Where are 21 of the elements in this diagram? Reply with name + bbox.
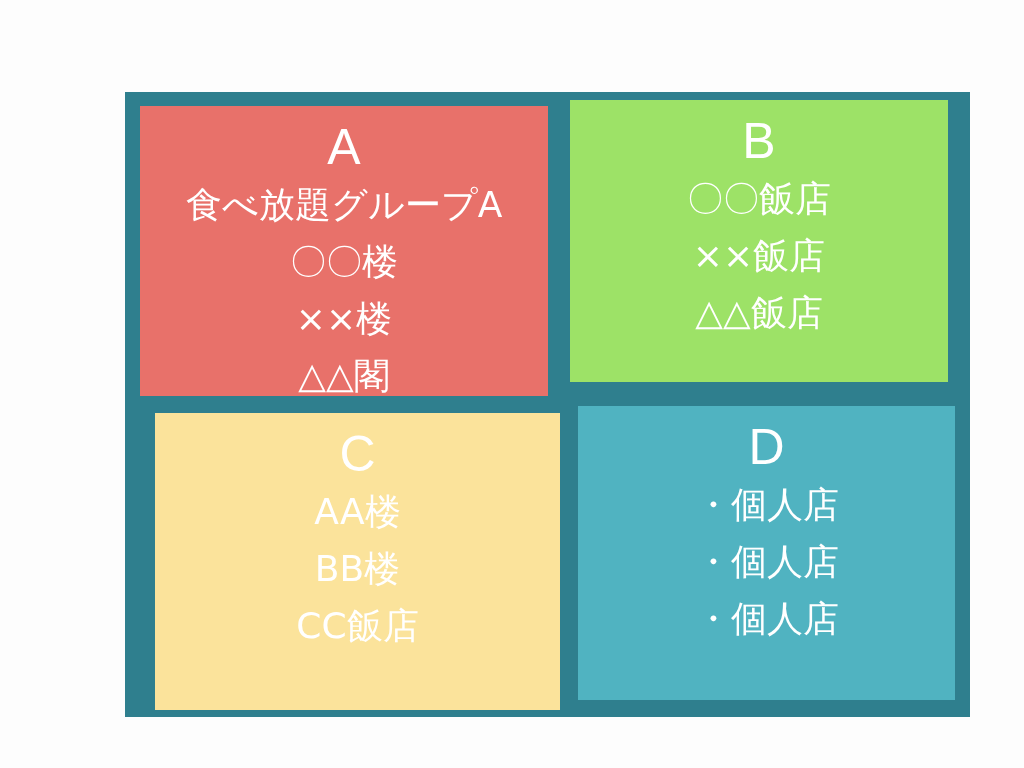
quadrant-letter: B	[742, 112, 776, 170]
list-item: CC飯店	[296, 604, 419, 648]
quadrant-letter: A	[327, 118, 361, 176]
list-item: △△閣	[298, 354, 390, 398]
quadrant-panel	[578, 406, 955, 700]
list-item: △△飯店	[695, 291, 823, 335]
quadrant-letter: D	[748, 418, 785, 476]
list-item: AA楼	[314, 490, 401, 534]
list-item: 食べ放題グループA	[185, 183, 503, 227]
list-item: ・個人店	[694, 597, 839, 641]
quadrant-panel	[155, 413, 560, 710]
list-item: 〇〇飯店	[687, 177, 831, 221]
list-item: 〇〇楼	[290, 240, 398, 284]
list-item: ・個人店	[694, 483, 839, 527]
quadrant-panel	[140, 106, 548, 396]
quadrant-panel	[570, 100, 948, 382]
quadrant-letter: C	[339, 425, 376, 483]
list-item: BB楼	[314, 547, 401, 591]
list-item: ××楼	[295, 297, 393, 341]
list-item: ××飯店	[692, 234, 826, 278]
list-item: ・個人店	[694, 540, 839, 584]
